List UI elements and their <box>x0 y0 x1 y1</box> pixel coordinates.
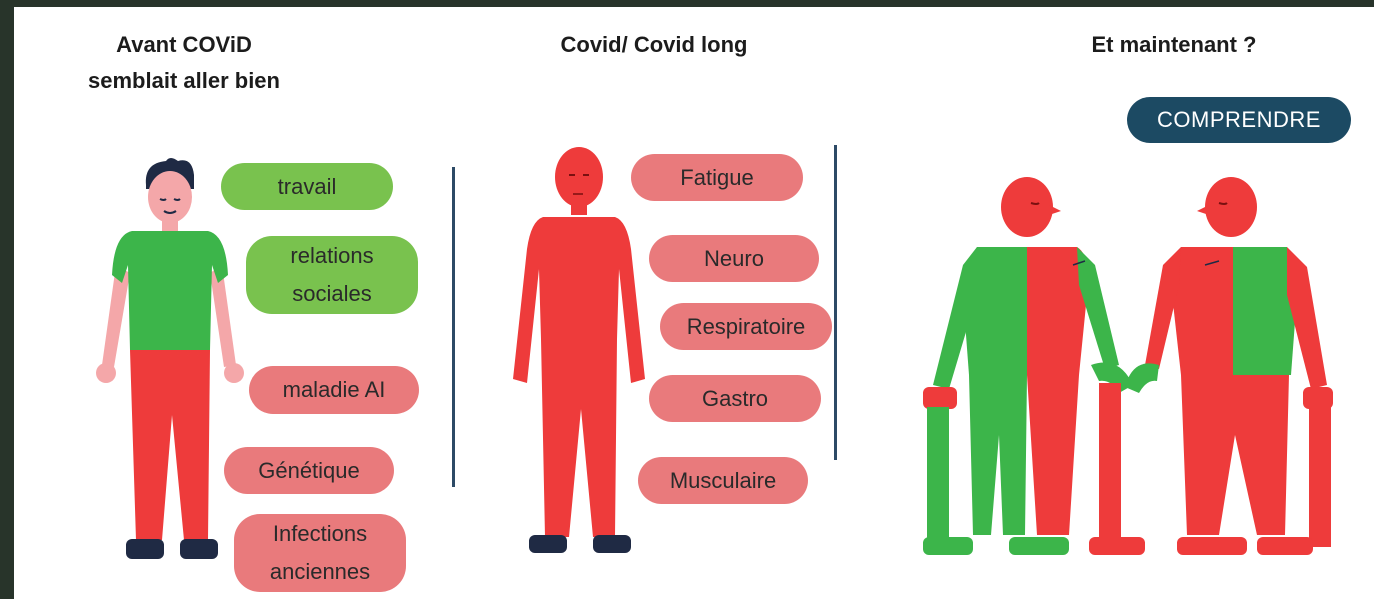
tag-maladie-ai: maladie AI <box>249 366 419 414</box>
tag-genetique: Génétique <box>224 447 394 494</box>
healthy-person-illustration <box>94 155 264 565</box>
tag-infections-anciennes: Infections anciennes <box>234 514 406 592</box>
heading-before: Avant COViD semblait aller bien <box>34 27 334 99</box>
divider-left <box>452 167 455 487</box>
tag-musculaire: Musculaire <box>638 457 808 504</box>
tag-fatigue: Fatigue <box>631 154 803 201</box>
covid-person-illustration <box>509 139 649 559</box>
tag-respiratoire: Respiratoire <box>660 303 832 350</box>
infographic-panel: Avant COViD semblait aller bien Covid/ C… <box>14 7 1374 599</box>
tag-travail: travail <box>221 163 393 210</box>
divider-right <box>834 145 837 460</box>
tag-relations-sociales: relations sociales <box>246 236 418 314</box>
comprendre-button[interactable]: COMPRENDRE <box>1127 97 1351 143</box>
heading-covid: Covid/ Covid long <box>504 27 804 63</box>
tag-gastro: Gastro <box>649 375 821 422</box>
heading-now: Et maintenant ? <box>1044 27 1304 63</box>
tag-neuro: Neuro <box>649 235 819 282</box>
split-people-illustration <box>919 175 1339 560</box>
